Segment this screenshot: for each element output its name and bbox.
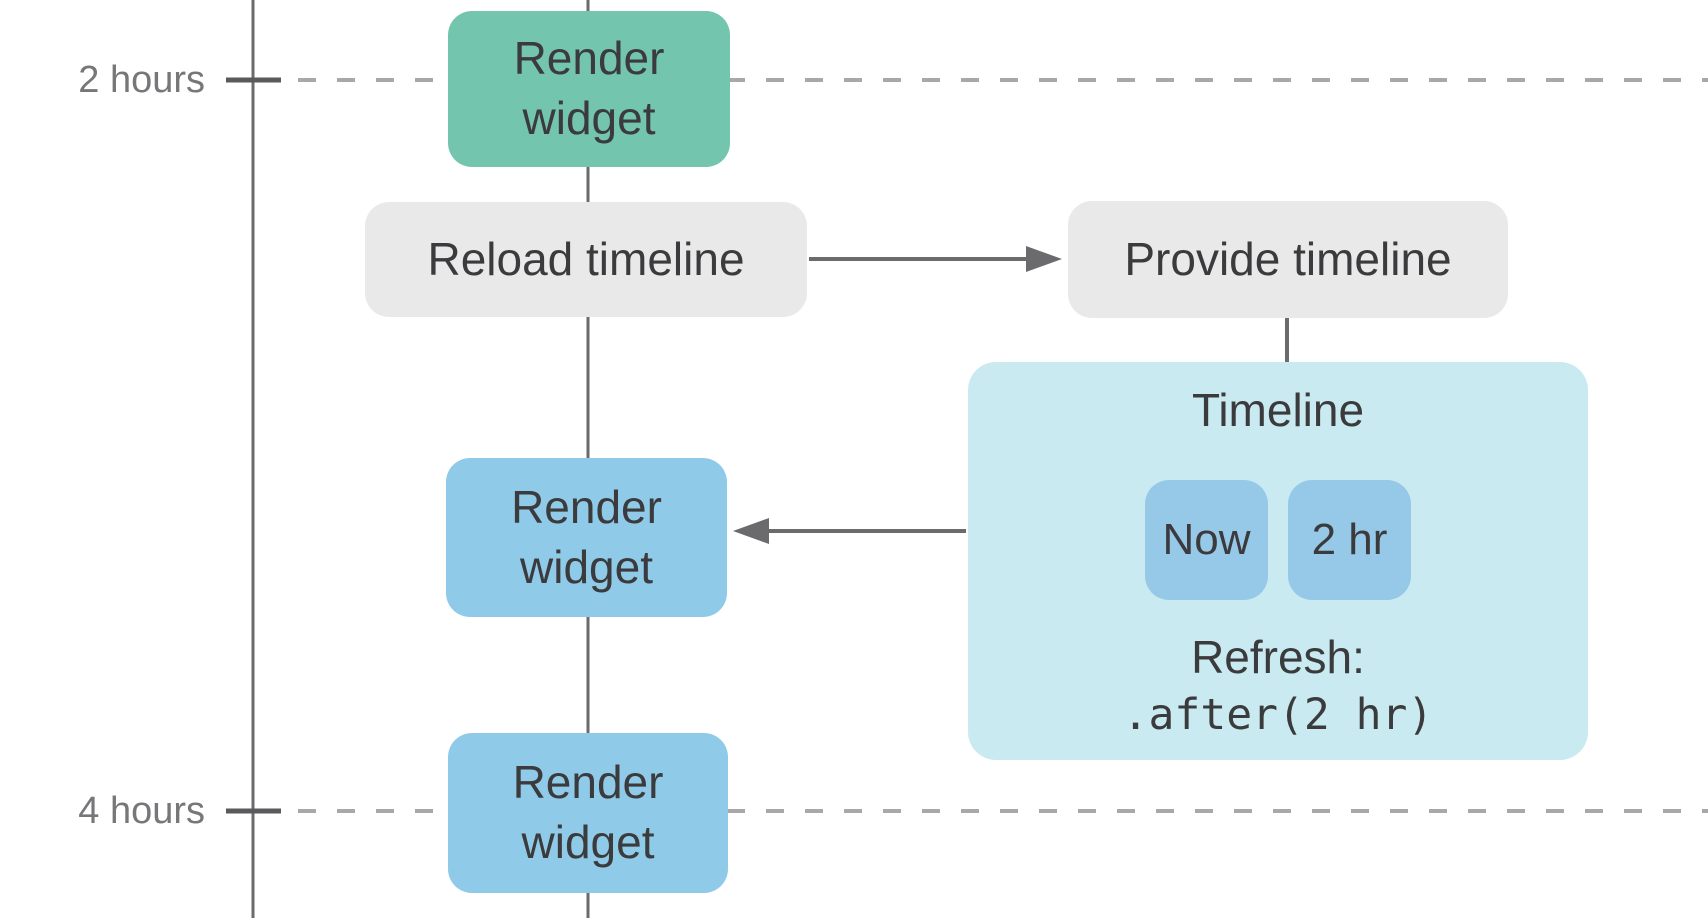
provide-timeline-label: Provide timeline — [1124, 232, 1452, 285]
render-widget-top-label: Render widget — [513, 32, 665, 144]
timeline-card: Timeline Now 2 hr Refresh: .after(2 hr) — [968, 362, 1588, 760]
timeline-entry-2hr: 2 hr — [1288, 480, 1411, 600]
axis-label-4-hours: 4 hours — [78, 790, 205, 832]
provide-timeline-node: Provide timeline — [1068, 201, 1508, 318]
reload-timeline-node: Reload timeline — [365, 202, 807, 317]
render-widget-bottom-label: Render widget — [512, 756, 664, 868]
arrow-timeline-to-render — [733, 518, 966, 544]
timeline-refresh-label: Refresh: — [1191, 631, 1365, 683]
axis-label-2-hours: 2 hours — [78, 59, 205, 101]
reload-timeline-label: Reload timeline — [427, 232, 745, 285]
render-widget-top-node: Render widget — [448, 11, 730, 167]
render-widget-middle-node: Render widget — [446, 458, 727, 617]
timeline-refresh-code: .after(2 hr) — [1122, 690, 1434, 740]
render-widget-middle-label: Render widget — [511, 480, 662, 593]
render-widget-bottom-node: Render widget — [448, 733, 728, 893]
timeline-title: Timeline — [1191, 384, 1365, 436]
arrow-reload-to-provide — [809, 246, 1062, 272]
timeline-entries: Now 2 hr — [968, 480, 1588, 600]
timeline-refresh-block: Refresh: .after(2 hr) — [968, 628, 1588, 744]
timeline-entry-now: Now — [1145, 480, 1268, 600]
